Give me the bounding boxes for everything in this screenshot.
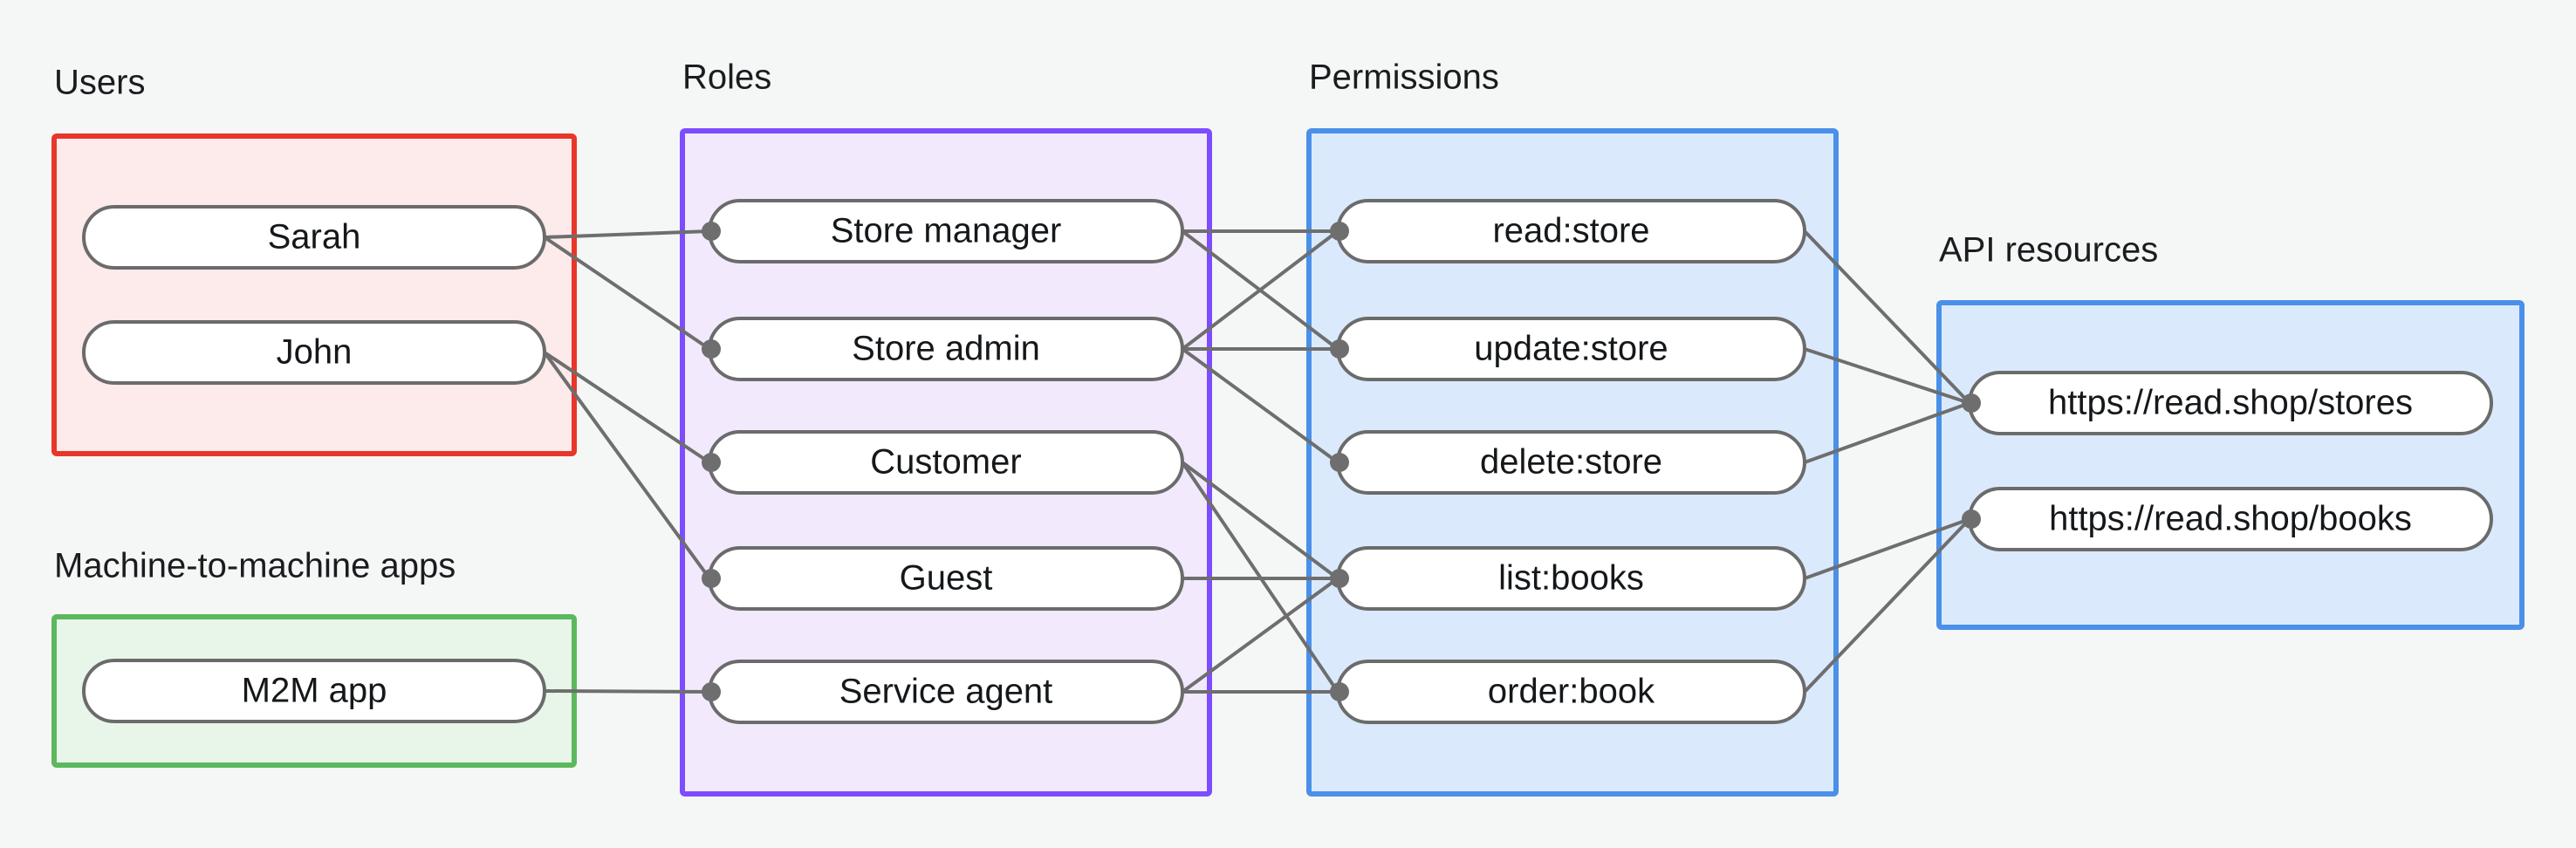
edge-service_agent-to-list_books [1181, 577, 1339, 694]
node-delete_store[interactable]: delete:store [1336, 430, 1806, 495]
connector-dot-service_agent [702, 682, 721, 701]
node-label-sarah: Sarah [268, 218, 361, 256]
node-res_books[interactable]: https://read.shop/books [1968, 487, 2493, 551]
node-order_book[interactable]: order:book [1336, 660, 1806, 724]
connector-dot-store_admin [702, 339, 721, 359]
node-label-res_books: https://read.shop/books [2049, 500, 2412, 538]
node-pill-sarah[interactable] [82, 205, 546, 270]
node-list_books[interactable]: list:books [1336, 546, 1806, 611]
connector-dot-read_store [1330, 222, 1349, 241]
edge-store_admin-to-delete_store [1181, 347, 1339, 464]
node-store_admin[interactable]: Store admin [708, 317, 1184, 381]
connector-dot-res_stores [1962, 393, 1981, 413]
edge-delete_store-to-res_stores [1804, 401, 1970, 464]
node-pill-m2m_app[interactable] [82, 659, 546, 723]
node-label-john: John [277, 333, 353, 372]
node-label-customer: Customer [870, 443, 1021, 482]
node-label-store_manager: Store manager [831, 212, 1062, 250]
connector-dot-store_manager [702, 222, 721, 241]
edge-john-to-guest [543, 351, 711, 580]
node-john[interactable]: John [82, 320, 546, 385]
node-label-guest: Guest [900, 559, 993, 598]
node-guest[interactable]: Guest [708, 546, 1184, 611]
node-label-read_store: read:store [1492, 212, 1649, 250]
edges-layer [543, 229, 1971, 694]
group-label-m2m: Machine-to-machine apps [54, 547, 456, 585]
connector-dot-guest [702, 569, 721, 588]
node-read_store[interactable]: read:store [1336, 199, 1806, 263]
node-label-delete_store: delete:store [1480, 443, 1662, 482]
edge-update_store-to-res_stores [1804, 347, 1970, 405]
edge-sarah-to-store_admin [543, 236, 711, 351]
connector-dot-res_books [1962, 509, 1981, 529]
edge-customer-to-list_books [1181, 461, 1339, 580]
group-label-api: API resources [1939, 231, 2158, 270]
node-label-m2m_app: M2M app [242, 672, 387, 710]
node-label-service_agent: Service agent [839, 673, 1053, 711]
edge-order_book-to-res_books [1803, 517, 1971, 694]
node-pill-john[interactable] [82, 320, 546, 385]
edge-list_books-to-res_books [1804, 517, 1970, 580]
node-sarah[interactable]: Sarah [82, 205, 546, 270]
edge-read_store-to-res_stores [1803, 229, 1971, 405]
node-res_stores[interactable]: https://read.shop/stores [1968, 371, 2493, 435]
node-service_agent[interactable]: Service agent [708, 660, 1184, 724]
node-label-res_stores: https://read.shop/stores [2048, 384, 2413, 422]
edge-sarah-to-store_manager [544, 229, 710, 239]
connector-dot-delete_store [1330, 453, 1349, 472]
connector-dot-list_books [1330, 569, 1349, 588]
group-label-roles: Roles [682, 58, 771, 97]
connector-dot-update_store [1330, 339, 1349, 359]
group-box-api [1936, 300, 2525, 630]
node-customer[interactable]: Customer [708, 430, 1184, 495]
node-store_manager[interactable]: Store manager [708, 199, 1184, 263]
group-box-users [51, 133, 577, 456]
group-label-permissions: Permissions [1309, 58, 1499, 97]
node-label-list_books: list:books [1498, 559, 1644, 598]
node-label-update_store: update:store [1474, 330, 1668, 368]
node-update_store[interactable]: update:store [1336, 317, 1806, 381]
node-m2m_app[interactable]: M2M app [82, 659, 546, 723]
node-label-order_book: order:book [1488, 673, 1655, 711]
edge-store_admin-to-read_store [1181, 229, 1339, 351]
node-label-store_admin: Store admin [852, 330, 1040, 368]
edge-m2m_app-to-service_agent [544, 689, 710, 694]
connector-dot-customer [702, 453, 721, 472]
edge-john-to-customer [543, 351, 711, 464]
connector-dot-order_book [1330, 682, 1349, 701]
group-label-users: Users [54, 64, 145, 102]
